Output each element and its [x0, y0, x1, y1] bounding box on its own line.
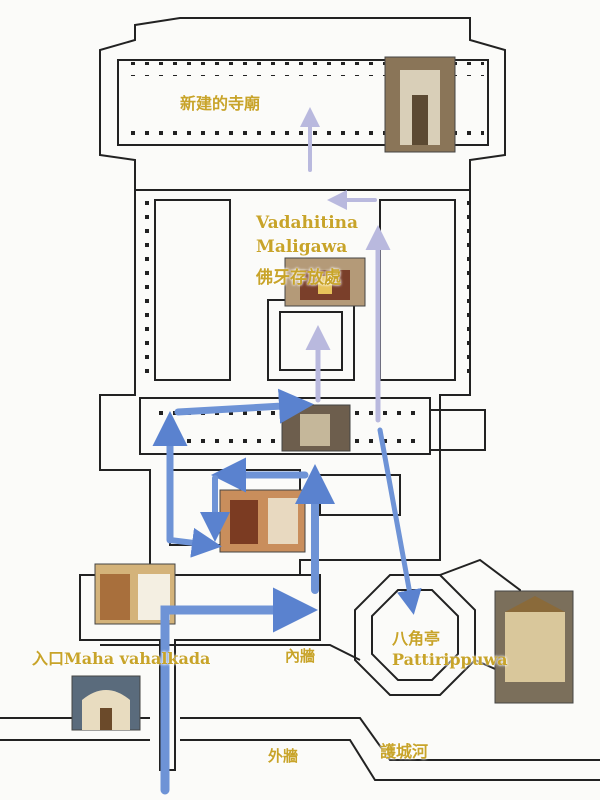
right-annex [429, 409, 486, 451]
route-to-shrine-arrow [174, 388, 314, 424]
left-wing [154, 199, 231, 381]
octagon-label-cn: 八角亭 [392, 629, 441, 648]
tooth-relic-room-label: 佛牙存放處 [256, 268, 341, 288]
octagon-inner [371, 589, 459, 681]
shrine-room-photo [284, 257, 366, 307]
shrine-inner [279, 311, 343, 371]
vadahitina-label-line2: Maligawa [256, 237, 348, 257]
new-temple-hall-photo [384, 56, 456, 153]
octagon-label-en: Pattirippuwa [392, 650, 508, 669]
route-octagon-arrow [377, 427, 422, 615]
inner-wall-label: 內牆 [285, 647, 316, 665]
octagon-outline [354, 574, 476, 696]
entrance-label: 入口Maha vahalkada [32, 649, 211, 668]
route-arrows [152, 107, 422, 795]
moat-label: 護城河 [380, 742, 429, 761]
octagon-photo [494, 590, 574, 704]
inner-wall-line [100, 644, 361, 661]
right-wing [379, 199, 456, 381]
outer-wall-label: 外牆 [268, 747, 299, 765]
new-temple-label: 新建的寺廟 [180, 94, 261, 113]
vadahitina-label-line1: Vadahitina [256, 213, 359, 233]
drummers-hall-photo [219, 489, 306, 553]
entrance-gate-photo [71, 675, 141, 731]
moat-line [0, 739, 600, 781]
new-temple-outline [99, 17, 506, 191]
route-right-arrow [167, 527, 222, 558]
route-entrance-arrow [160, 587, 318, 795]
corridor-photo [281, 404, 351, 452]
entrance-block [79, 574, 321, 771]
new-temple-inner-hall [117, 59, 489, 146]
